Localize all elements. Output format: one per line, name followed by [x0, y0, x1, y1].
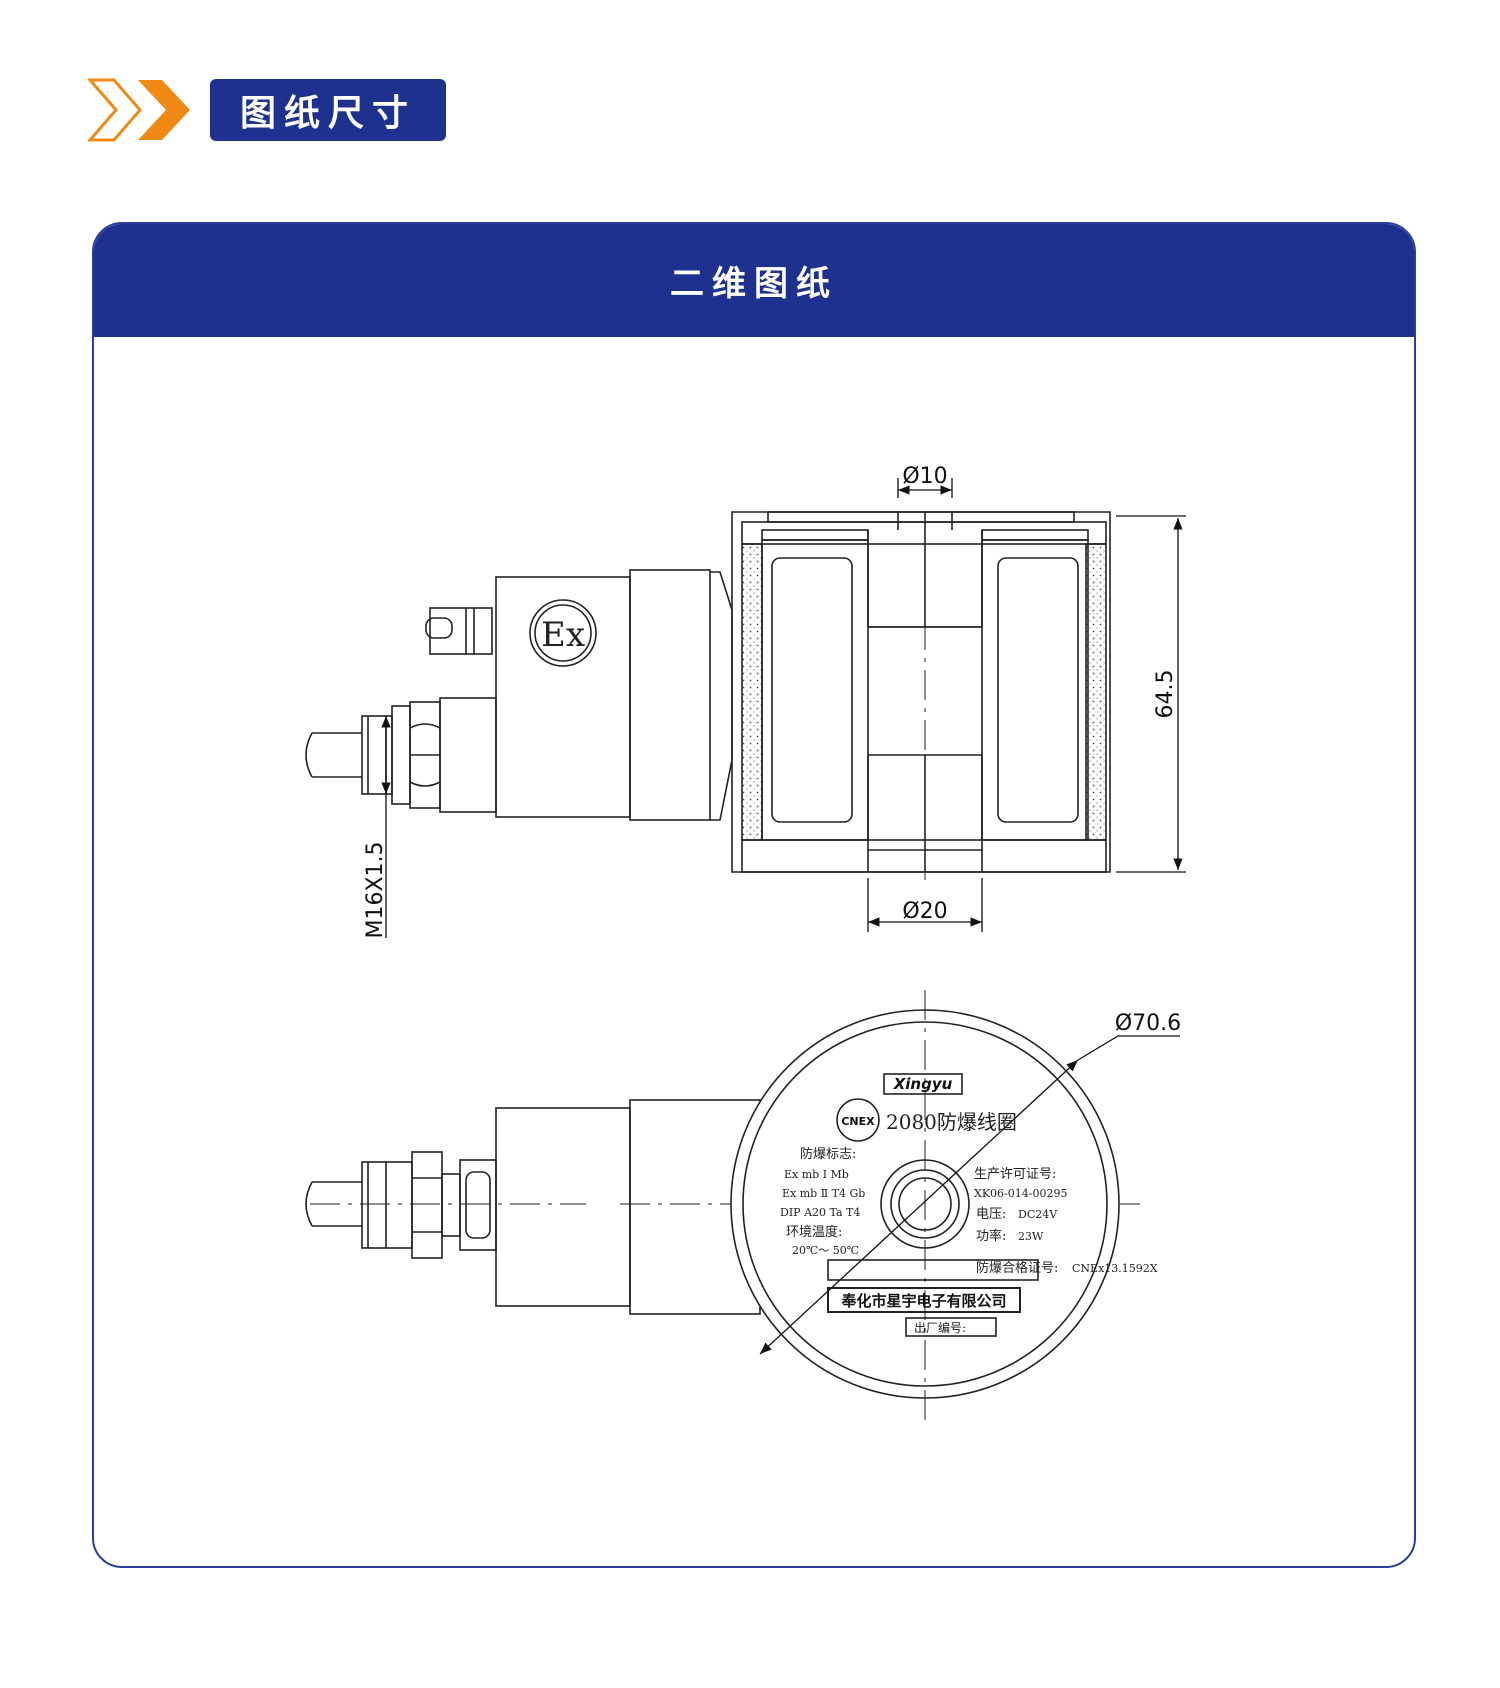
card-title: 二维图纸	[94, 224, 1414, 337]
serial-label: 出厂编号:	[914, 1320, 966, 1335]
marking-title: 防爆标志:	[800, 1146, 856, 1162]
voltage-value: DC24V	[1018, 1208, 1058, 1221]
power-value: 23W	[1018, 1230, 1044, 1243]
dim-thread: M16X1.5	[363, 841, 388, 938]
env-title: 环境温度:	[786, 1224, 842, 1240]
marking-1: Ex mb Ⅰ Mb	[784, 1168, 849, 1181]
cert-value: CNEx13.1592X	[1072, 1262, 1158, 1275]
env-value: 20℃～ 50℃	[792, 1244, 859, 1257]
voltage-label: 电压:	[976, 1207, 1006, 1222]
drawing-card: 二维图纸	[92, 222, 1416, 1568]
dim-d70-6: Ø70.6	[1115, 1011, 1181, 1036]
marking-3: DIP A20 Ta T4	[780, 1206, 860, 1219]
dim-height: 64.5	[1153, 670, 1178, 719]
power-label: 功率:	[976, 1228, 1006, 1244]
dimension-lines	[381, 478, 1186, 938]
product-name: 2080防爆线圈	[886, 1110, 1017, 1134]
ex-mark: Ex	[541, 615, 585, 655]
marking-2: Ex mb Ⅱ T4 Gb	[782, 1187, 865, 1200]
brand-logo: Xingyu	[893, 1075, 953, 1093]
license-no: XK06-014-00295	[974, 1187, 1067, 1200]
chevron-arrows-icon	[88, 78, 190, 142]
front-view	[305, 990, 1140, 1420]
dim-d20: Ø20	[902, 899, 947, 924]
section-title: 图纸尺寸	[210, 79, 446, 141]
company-name: 奉化市星宇电子有限公司	[840, 1292, 1006, 1310]
side-view	[305, 511, 1111, 880]
nameplate: Xingyu CNEX 2080防爆线圈 防爆标志: Ex mb Ⅰ Mb Ex…	[780, 1075, 1158, 1335]
dim-d10: Ø10	[902, 464, 947, 489]
cert-label: 防爆合格证号:	[976, 1260, 1058, 1276]
license-title: 生产许可证号:	[974, 1167, 1056, 1182]
cnex-logo: CNEX	[841, 1115, 875, 1128]
